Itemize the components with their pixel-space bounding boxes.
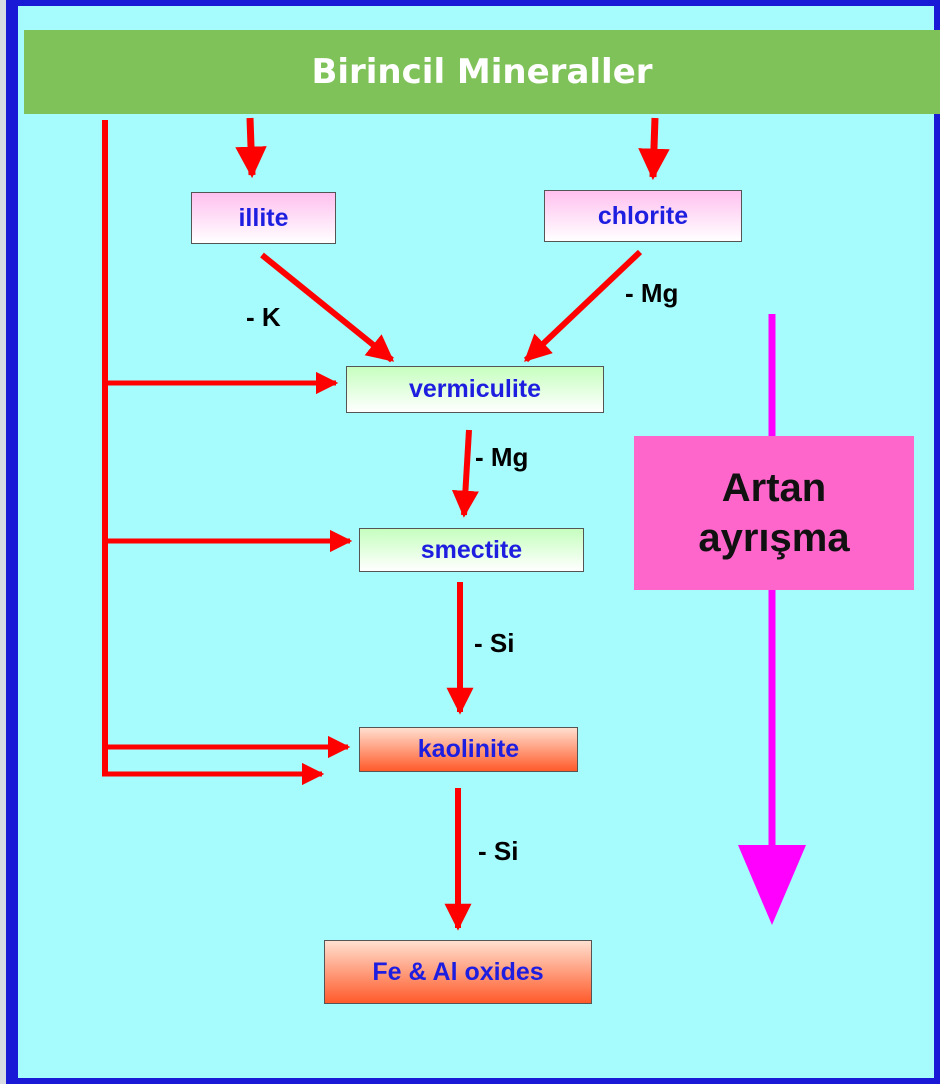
box-kaolinite-label: kaolinite xyxy=(417,735,520,763)
arrow-illite-vermiculite xyxy=(260,252,395,363)
loss-label-mg-chlorite: - Mg xyxy=(625,278,679,308)
loss-label-k: - K xyxy=(246,302,281,332)
box-smectite-label: smectite xyxy=(420,535,523,564)
loss-label-si-smectite: - Si xyxy=(474,628,515,658)
box-vermiculite-label: vermiculite xyxy=(408,375,541,403)
trend-line-1: Artan xyxy=(721,466,827,510)
loss-label-si-kaolinite: - Si xyxy=(478,836,519,866)
header-title: Birincil Mineraller xyxy=(311,52,653,92)
loss-label-mg-vermiculite: - Mg xyxy=(475,442,529,472)
box-chlorite: chlorite xyxy=(544,190,742,242)
header-bar: Birincil Mineraller xyxy=(24,30,940,114)
arrow-vermiculite-smectite xyxy=(451,429,479,518)
weathering-trend-box: Artan ayrışma xyxy=(634,436,914,590)
box-illite: illite xyxy=(191,192,336,244)
trend-arrow-head xyxy=(738,845,806,925)
arrow-header-chlorite xyxy=(638,117,670,181)
box-fe-al-oxides: Fe & Al oxides xyxy=(324,940,592,1004)
box-kaolinite: kaolinite xyxy=(359,727,578,772)
trend-line-2: ayrışma xyxy=(698,516,850,560)
arrow-header-illite xyxy=(235,117,267,179)
box-chlorite-label: chlorite xyxy=(597,201,689,230)
box-smectite: smectite xyxy=(359,528,584,572)
box-illite-label: illite xyxy=(238,203,289,232)
box-oxides-label: Fe & Al oxides xyxy=(372,957,544,986)
arrow-chlorite-vermiculite xyxy=(523,249,643,363)
box-vermiculite: vermiculite xyxy=(346,366,604,413)
